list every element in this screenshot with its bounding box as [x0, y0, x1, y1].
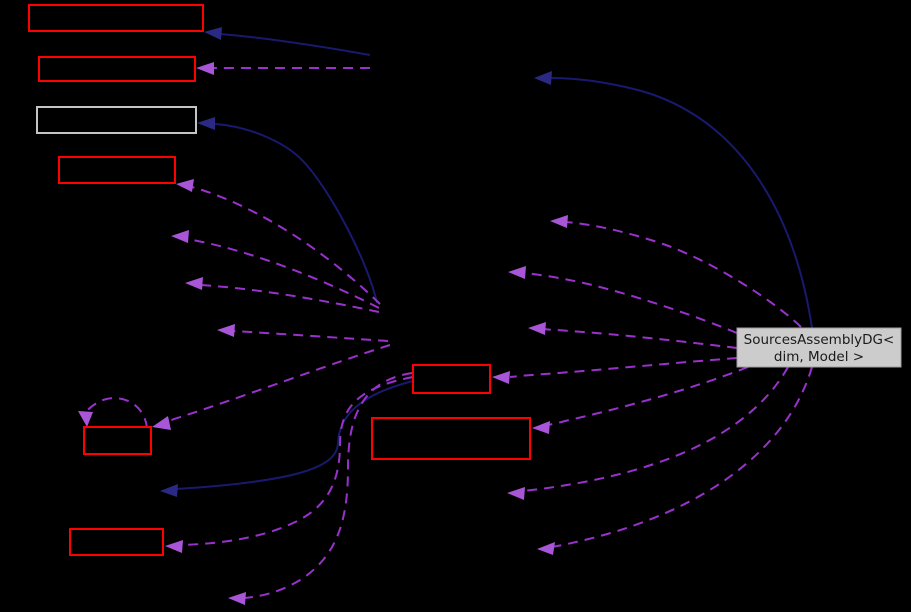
central-node-box [736, 327, 902, 368]
arrowhead-icon [197, 117, 215, 130]
arrowhead-icon [507, 487, 525, 500]
node-mid-large[interactable] [371, 417, 531, 460]
arrowhead-icon [185, 277, 203, 290]
edge-hub-to-hidden-left2 [186, 238, 380, 309]
node-top-3[interactable] [36, 106, 197, 134]
arrowhead-icon [217, 324, 235, 337]
central-node-label-line1: SourcesAssemblyDG< [744, 332, 895, 348]
arrowhead-icon [532, 421, 550, 434]
edge-central-to-hidden-f [522, 366, 789, 492]
edge-hub2-to-hidden-left4 [232, 330, 389, 342]
arrowhead-icon [160, 484, 178, 497]
inheritance-edges [160, 27, 813, 497]
arrowhead-icon [171, 230, 189, 243]
arrowhead-icon [196, 62, 214, 75]
arrowhead-icon [176, 179, 194, 192]
edge-central-to-midsmall [509, 357, 738, 378]
node-mid-small[interactable] [412, 364, 491, 394]
edge-central-to-midlarge [547, 366, 749, 426]
arrowhead-icon [537, 542, 555, 555]
edge-selfloop [82, 397, 148, 429]
edge-midsmall-to-bottomleft-node [180, 376, 414, 546]
node-self-loop[interactable] [83, 426, 152, 455]
edge-midsmall-to-hidden-bottom [244, 372, 413, 599]
node-top-4[interactable] [58, 156, 176, 184]
edge-hub2-to-selfloop-node [167, 344, 391, 422]
edge-hub-to-hidden-left3 [200, 284, 380, 313]
arrowhead-icon [528, 322, 546, 335]
central-node-label-line2: dim, Model > [774, 349, 864, 365]
edge-hub-to-node3 [214, 123, 378, 304]
edge-central-to-hidden-top [549, 77, 813, 329]
edge-hidden-top-to-node1 [219, 33, 371, 56]
arrowhead-icon [165, 540, 183, 553]
edge-hub-to-node4 [191, 186, 381, 305]
arrowhead-icon [204, 27, 222, 40]
arrowhead-icon [492, 371, 510, 384]
arrowhead-icon [152, 416, 171, 430]
edge-central-to-hidden-e [543, 328, 738, 349]
graph-nodes: SourcesAssemblyDG< dim, Model > [28, 4, 902, 556]
edge-central-to-hidden-c [565, 221, 802, 328]
central-node: SourcesAssemblyDG< dim, Model > [736, 327, 902, 368]
node-bottom-left[interactable] [69, 528, 164, 556]
arrowhead-icon [534, 71, 552, 85]
edge-midsmall-to-hidden-bottomleft [175, 380, 414, 490]
node-top-2[interactable] [38, 56, 196, 82]
arrowhead-icon [550, 215, 568, 228]
arrowhead-icon [78, 411, 93, 427]
edge-central-to-hidden-d [523, 272, 738, 334]
arrowhead-icon [508, 266, 526, 279]
edge-central-to-hidden-g [551, 366, 813, 548]
usage-edges [78, 62, 813, 605]
arrowhead-icon [228, 592, 246, 605]
node-top-1[interactable] [28, 4, 204, 32]
